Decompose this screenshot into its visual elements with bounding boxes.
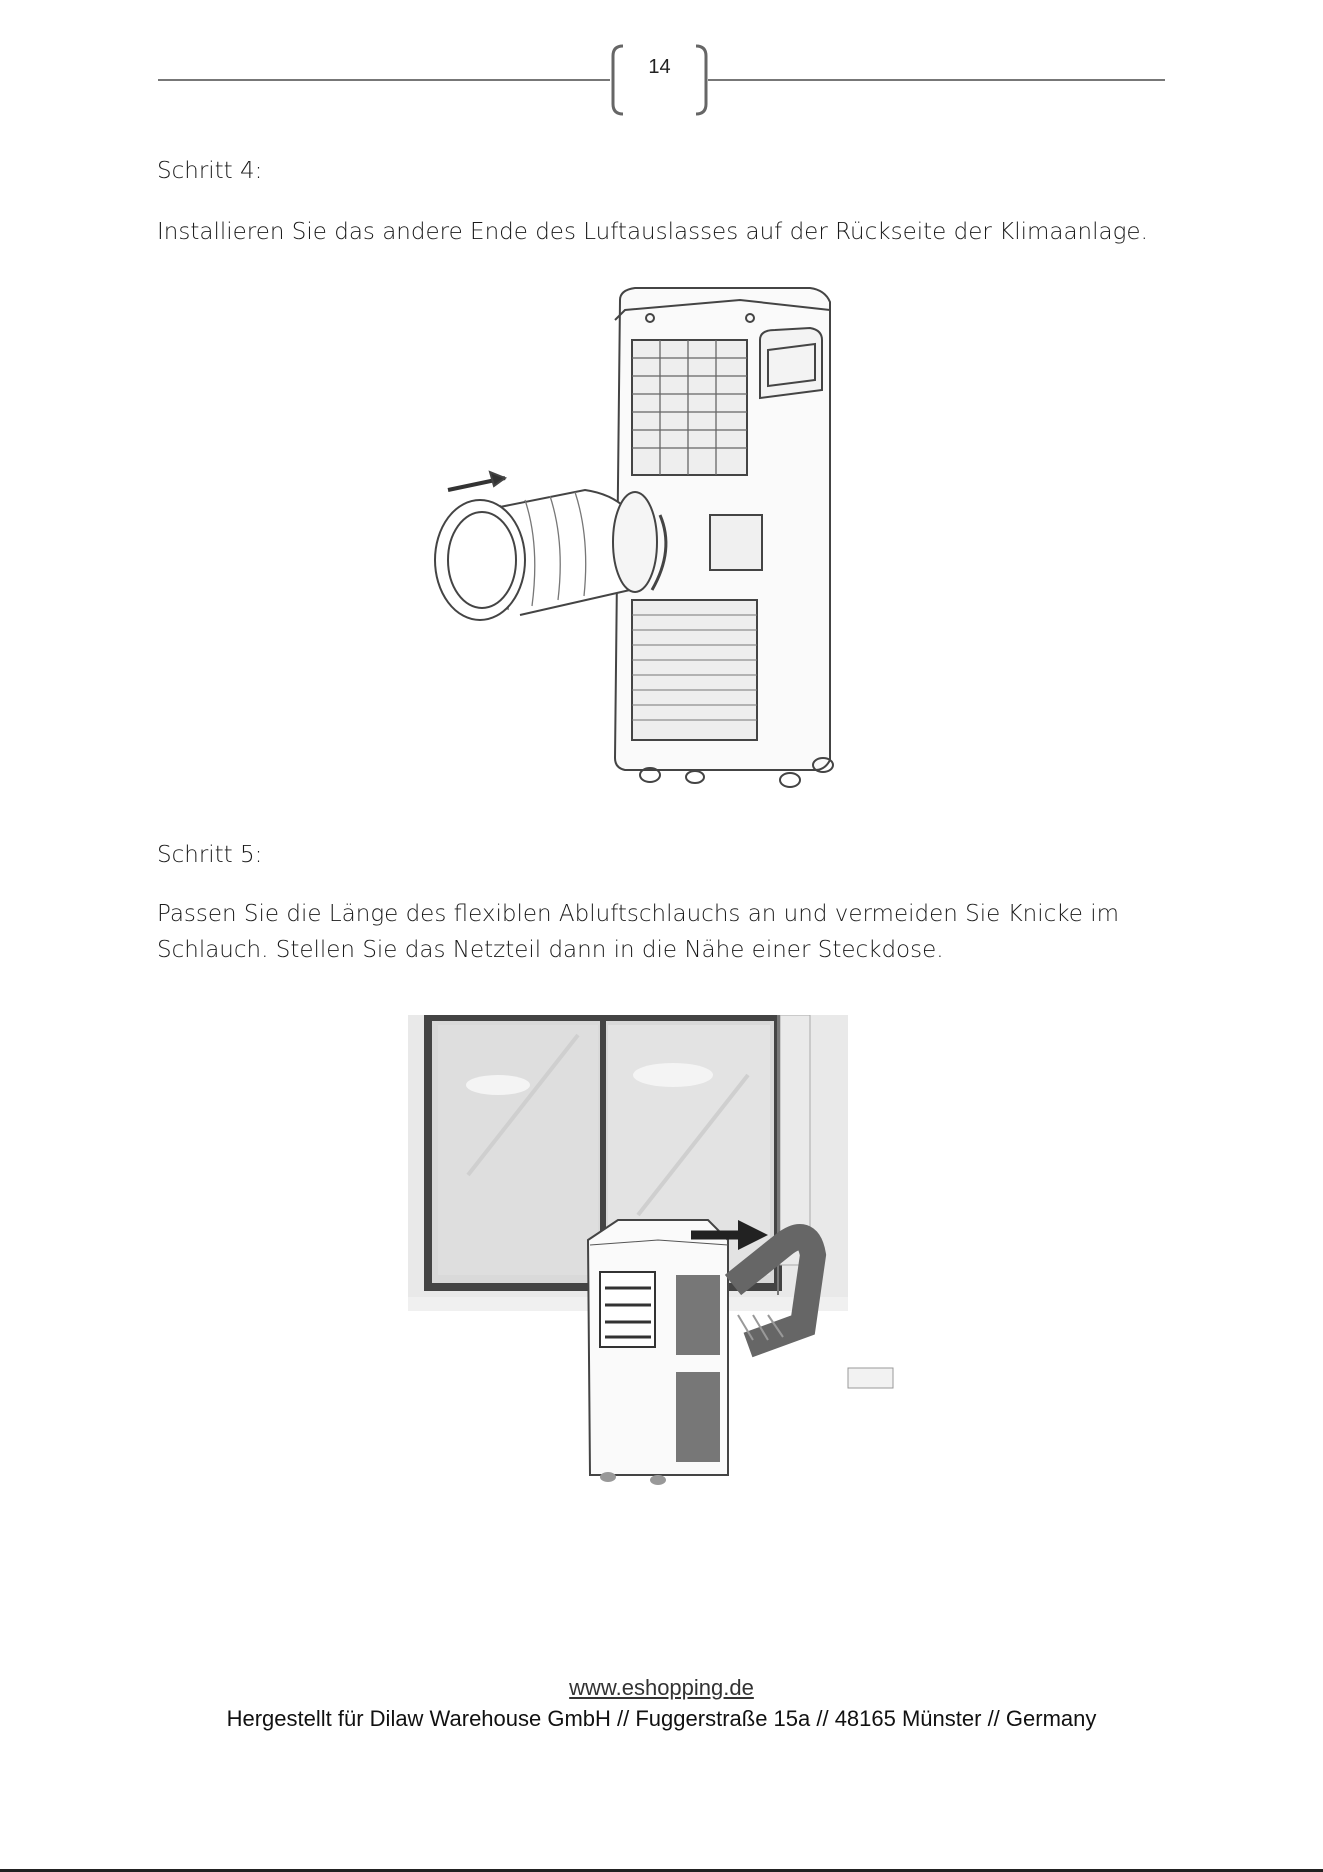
air-conditioner-hose-attach-illustration	[434, 287, 834, 788]
step-4-description: Installieren Sie das andere Ende des Luf…	[157, 219, 1148, 245]
footer-address: Hergestellt für Dilaw Warehouse GmbH // …	[226, 1706, 1097, 1731]
header-rule-left	[158, 79, 610, 81]
step-4-title: Schritt 4:	[157, 158, 263, 184]
footer-website-link[interactable]: www.eshopping.de	[569, 1675, 754, 1700]
bottom-rule	[0, 1869, 1323, 1872]
step-5-description: Passen Sie die Länge des flexiblen Abluf…	[157, 901, 1120, 963]
step-5-title: Schritt 5:	[157, 842, 263, 868]
page-number-bracket	[611, 44, 708, 116]
window-installation-illustration	[408, 1015, 894, 1485]
page-number: 14	[648, 56, 671, 78]
header-rule-right	[708, 79, 1165, 81]
